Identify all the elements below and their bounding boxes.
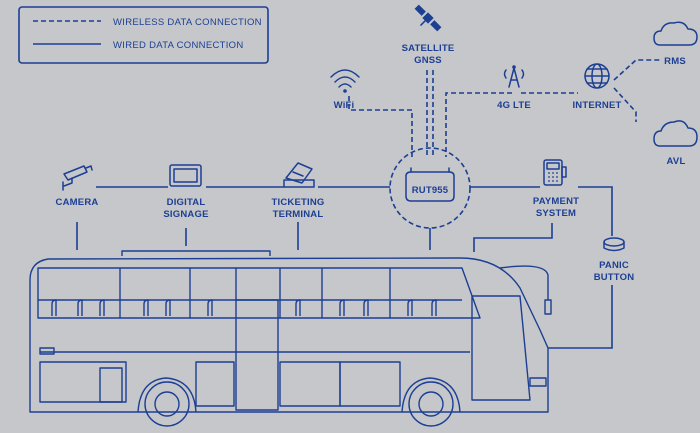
wifi-link xyxy=(348,96,413,157)
wifi-node: WiFi xyxy=(330,69,360,111)
internet-avl-link xyxy=(613,87,637,122)
rms-label: RMS xyxy=(664,56,686,67)
bus-luggage-doors xyxy=(39,351,470,407)
wifi-label: WiFi xyxy=(334,100,355,111)
legend-wireless-label: WIRELESS DATA CONNECTION xyxy=(113,17,262,28)
rms-node: RMS xyxy=(653,21,698,67)
bus-front-door xyxy=(471,295,531,401)
ticket-icon xyxy=(283,162,315,188)
wireless-connections xyxy=(348,59,660,157)
ticketing-node: TICKETING TERMINAL xyxy=(272,162,325,220)
payment-terminal-icon xyxy=(543,159,567,186)
legend-box xyxy=(18,6,269,64)
lte-node: 4G LTE xyxy=(497,65,531,111)
globe-icon xyxy=(584,63,610,89)
panic-button-icon xyxy=(603,237,625,252)
satellite-icon xyxy=(414,4,442,32)
wired-connections xyxy=(76,186,613,349)
bus-rear-light xyxy=(39,347,55,355)
legend: WIRELESS DATA CONNECTION WIRED DATA CONN… xyxy=(18,6,269,64)
payment-node: PAYMENT SYSTEM xyxy=(533,159,579,219)
bus-head-light xyxy=(529,377,547,387)
router-node: RUT955 xyxy=(405,167,455,202)
monitor-icon xyxy=(169,164,202,187)
avl-cloud-icon xyxy=(653,120,698,147)
wifi-icon xyxy=(330,69,360,93)
bus-body-outline xyxy=(29,257,549,413)
panic-bus-link xyxy=(548,285,613,349)
panic-node: PANIC BUTTON xyxy=(594,237,635,283)
bus-front-wheel xyxy=(401,377,461,427)
bus-mirror-head xyxy=(544,299,552,315)
internet-label: INTERNET xyxy=(572,100,621,111)
payment-panic-link xyxy=(578,186,613,236)
internet-rms-link xyxy=(613,59,660,81)
legend-wired-label: WIRED DATA CONNECTION xyxy=(113,40,244,51)
payment-label-line2: SYSTEM xyxy=(536,208,576,219)
router-label: RUT955 xyxy=(412,185,449,196)
lte-label: 4G LTE xyxy=(497,100,531,111)
camera-icon xyxy=(62,165,93,191)
router-coverage-circle xyxy=(389,147,471,229)
cell-tower-icon xyxy=(503,65,525,88)
satellite-label-line1: SATELLITE xyxy=(402,43,455,54)
bus-window-band xyxy=(37,267,481,319)
bus-window-dividers xyxy=(119,268,391,318)
satellite-node: SATELLITE GNSS xyxy=(402,4,455,66)
payment-label-line1: PAYMENT xyxy=(533,196,579,207)
avl-node: AVL xyxy=(653,120,698,167)
camera-label: CAMERA xyxy=(56,197,99,208)
panic-label-line2: BUTTON xyxy=(594,272,635,283)
bus-middle-door xyxy=(235,299,279,411)
signage-node: DIGITAL SIGNAGE xyxy=(163,164,208,220)
bus-mirror xyxy=(499,265,549,300)
payment-bus-link xyxy=(473,223,553,252)
bus-rear-wheel xyxy=(137,377,197,427)
bus-roof-rail xyxy=(121,250,271,256)
satellite-label-line2: GNSS xyxy=(414,55,442,66)
avl-label: AVL xyxy=(667,156,686,167)
bus-seats xyxy=(51,299,437,316)
camera-node: CAMERA xyxy=(56,165,99,208)
rms-cloud-icon xyxy=(653,21,698,46)
ticketing-label-line2: TERMINAL xyxy=(273,209,324,220)
ticketing-label-line1: TICKETING xyxy=(272,197,325,208)
internet-node: INTERNET xyxy=(572,63,621,111)
router-icon xyxy=(405,167,455,202)
bus-illustration xyxy=(29,250,552,427)
panic-label-line1: PANIC xyxy=(599,260,629,271)
lte-link xyxy=(445,92,512,157)
signage-label-line1: DIGITAL xyxy=(167,197,206,208)
signage-label-line2: SIGNAGE xyxy=(163,209,208,220)
